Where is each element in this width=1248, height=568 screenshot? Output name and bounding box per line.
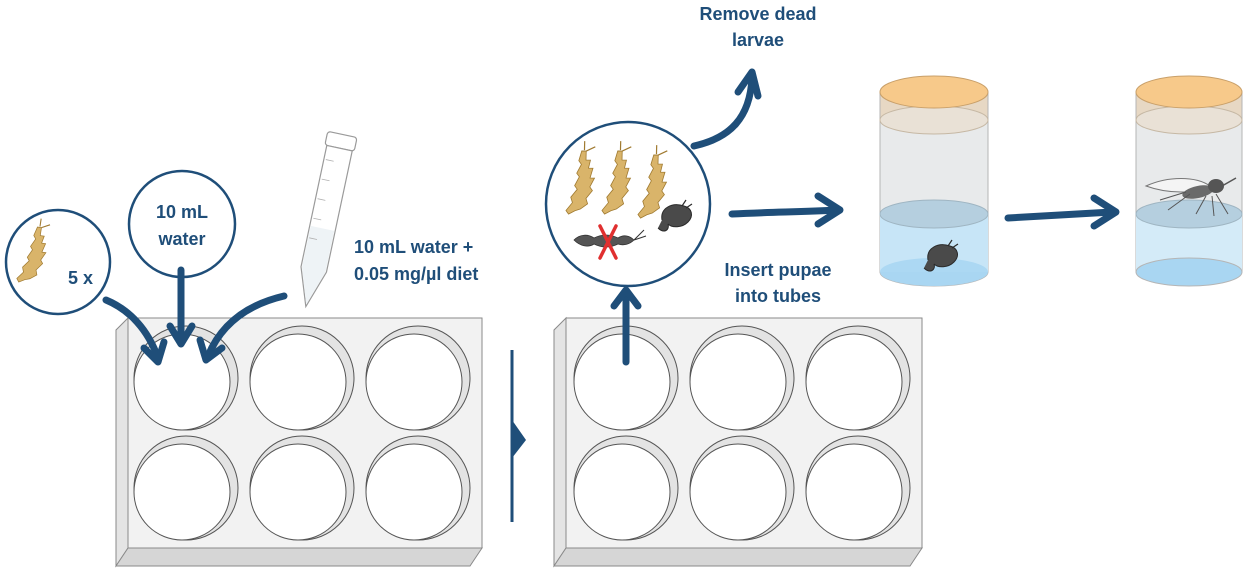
larvae-count-bubble: 5 x (4, 208, 112, 316)
pupa-icon (923, 239, 959, 272)
arrow-well-to-inspection (610, 286, 642, 366)
arrow-water-to-well (166, 266, 196, 348)
rearing-tube-icon (879, 75, 989, 287)
remove-label-line2: larvae (732, 30, 784, 50)
dead-larva-icon (573, 229, 647, 248)
larvae-count-label: 5 x (68, 268, 93, 288)
water-label-line1: 10 mL (156, 202, 208, 222)
arrow-diet-to-well (196, 292, 288, 364)
water-bubble: 10 mL water (127, 169, 237, 279)
larva-icon (565, 141, 596, 215)
rearing-tube-icon (1135, 75, 1243, 287)
well-grid (573, 325, 911, 541)
mosquito-icon (1144, 177, 1237, 217)
diet-label-line2: 0.05 mg/µl diet (354, 264, 478, 284)
remove-label-line1: Remove dead (699, 4, 816, 24)
larva-icon (16, 218, 51, 283)
insert-label-line1: Insert pupae (724, 260, 831, 280)
larva-icon (637, 145, 668, 219)
step-divider (510, 350, 526, 522)
arrow-larvae-to-well (102, 296, 168, 366)
well-plate-right (553, 316, 923, 568)
larva-icon (601, 141, 632, 215)
diet-label-line1: 10 mL water + (354, 237, 473, 257)
water-label-line2: water (157, 229, 205, 249)
well-grid (133, 325, 471, 541)
inspection-bubble (544, 120, 712, 288)
arrow-remove-dead (690, 68, 762, 150)
pupa-icon (657, 199, 693, 232)
insert-label-line2: into tubes (735, 286, 821, 306)
arrow-to-tubes (728, 192, 844, 228)
arrow-tube-to-tube (1004, 194, 1120, 230)
centrifuge-tube-icon (300, 131, 358, 309)
cross-icon (598, 224, 618, 260)
well-plate-left (115, 316, 483, 568)
